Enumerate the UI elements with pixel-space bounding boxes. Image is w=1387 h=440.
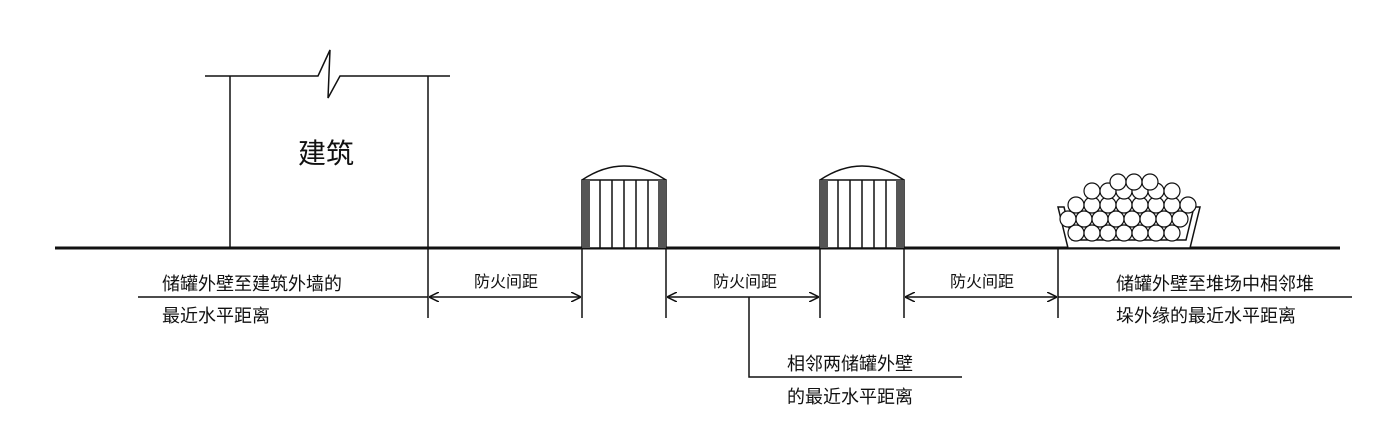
leader-line-tanks [748,297,962,378]
log-icon [1083,182,1101,200]
log-icon [1115,224,1133,242]
log-icon [1147,224,1165,242]
log-icon [1059,210,1077,228]
log-icon [1099,224,1117,242]
callout-tank-to-building-line1: 储罐外壁至建筑外墙的 [162,274,342,295]
log-icon [1107,210,1125,228]
callout-between-tanks-line2: 的最近水平距离 [787,387,913,408]
spacing-label-1: 防火间距 [474,272,538,291]
log-icon [1141,173,1159,191]
log-icon [1155,210,1173,228]
callout-tank-to-building-line2: 最近水平距离 [162,306,270,327]
spacing-label-3: 防火间距 [950,272,1014,291]
log-icon [1083,224,1101,242]
log-icon [1091,210,1109,228]
log-icon [1075,210,1093,228]
callout-tank-to-stack-line2: 垛外缘的最近水平距离 [1116,306,1296,327]
storage-tank-icon [581,165,667,249]
building-icon [205,49,450,248]
log-icon [1171,210,1189,228]
callout-between-tanks-line1: 相邻两储罐外壁 [787,354,913,375]
log-icon [1179,196,1197,214]
log-icon [1067,196,1085,214]
callout-tank-to-stack-line1: 储罐外壁至堆场中相邻堆 [1116,274,1314,295]
storage-tank-icon [819,165,905,249]
log-icon [1131,224,1149,242]
log-icon [1163,224,1181,242]
log-icon [1139,210,1157,228]
log-icon [1123,210,1141,228]
building-label: 建筑 [298,137,354,170]
log-icon [1163,182,1181,200]
log-icon [1109,173,1127,191]
log-icon [1067,224,1085,242]
spacing-label-2: 防火间距 [713,272,777,291]
log-icon [1125,173,1143,191]
log-stack-icon [1057,173,1201,249]
